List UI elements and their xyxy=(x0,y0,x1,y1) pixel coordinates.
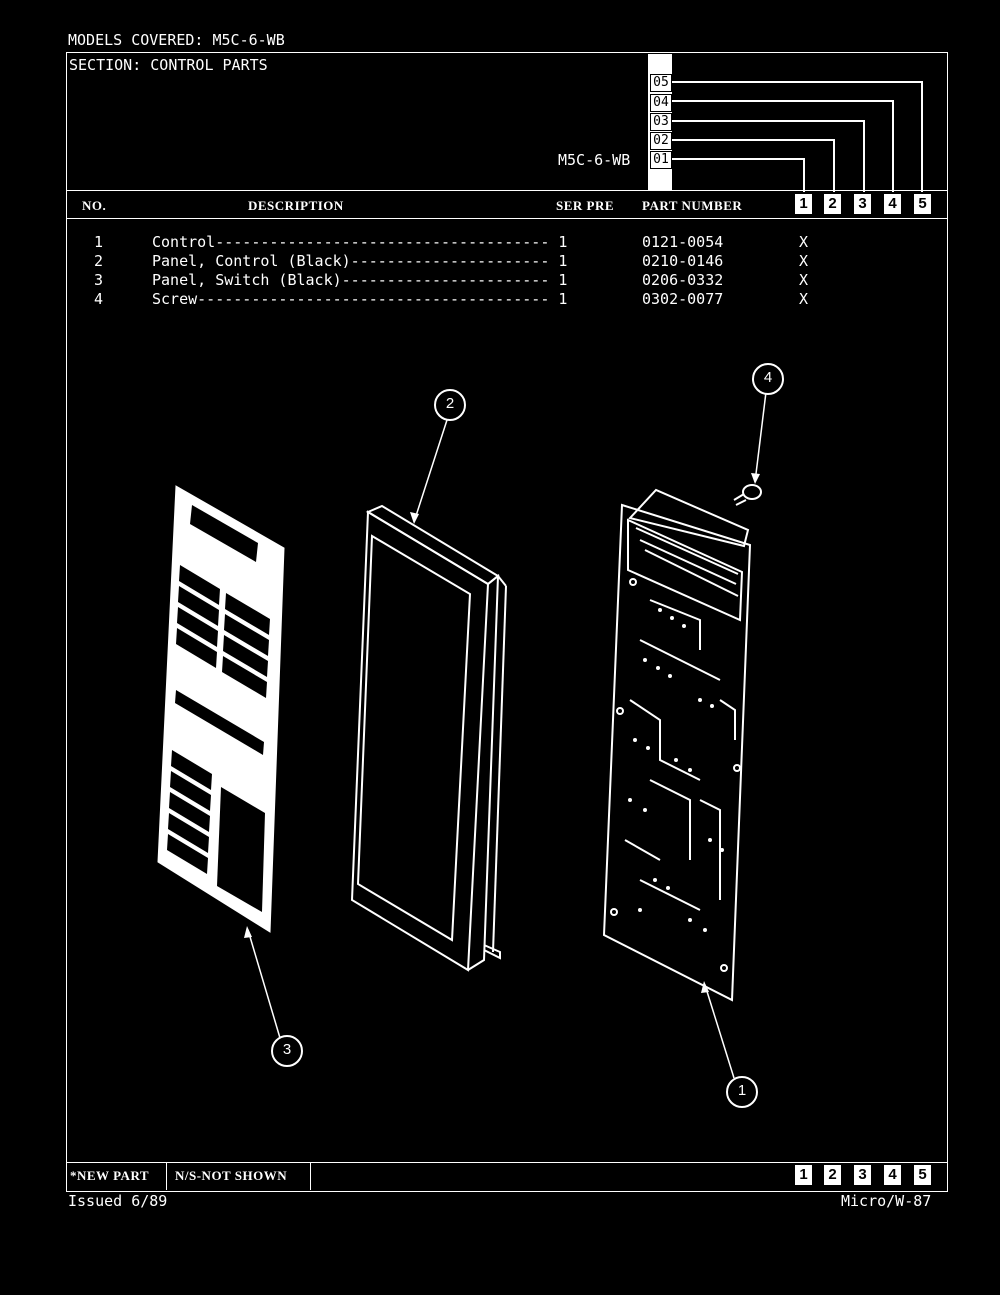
col-description: DESCRIPTION xyxy=(248,198,344,213)
model-col-2: 2 xyxy=(824,194,841,214)
row-part-number: 0302-0077 xyxy=(642,290,724,308)
row-part-number: 0206-0332 xyxy=(642,271,724,289)
footer-divider-1 xyxy=(166,1162,167,1190)
footer-model-col-3: 3 xyxy=(854,1165,871,1185)
row-no: 1 xyxy=(94,233,104,251)
model-leader-lines xyxy=(672,81,923,192)
model-code-03: 03 xyxy=(650,113,672,131)
board-solder-dots xyxy=(628,608,724,932)
footer-model-col-2: 2 xyxy=(824,1165,841,1185)
model-col-3: 3 xyxy=(854,194,871,214)
col-ser-pre: SER PRE xyxy=(556,198,615,213)
issued-date: Issued 6/89 xyxy=(68,1192,168,1210)
col-no: NO. xyxy=(82,198,107,213)
callout-circle-3 xyxy=(271,1035,303,1067)
row-part-number: 0121-0054 xyxy=(642,233,724,251)
callout-4: 4 xyxy=(763,369,773,386)
model-code-05: 05 xyxy=(650,74,672,92)
model-col-4: 4 xyxy=(884,194,901,214)
header-rule-top xyxy=(66,190,948,191)
footer-model-col-1: 1 xyxy=(795,1165,812,1185)
model-code-04: 04 xyxy=(650,94,672,112)
section-title: SECTION: CONTROL PARTS xyxy=(69,56,268,74)
models-covered: MODELS COVERED: M5C-6-WB xyxy=(68,31,285,49)
footer-divider-2 xyxy=(310,1162,311,1190)
model-code-02: 02 xyxy=(650,132,672,150)
not-shown-legend: N/S-NOT SHOWN xyxy=(175,1168,288,1183)
row-no: 3 xyxy=(94,271,104,289)
control-panel-drawing xyxy=(350,504,507,972)
row-mark: X xyxy=(799,233,809,251)
row-part-number: 0210-0146 xyxy=(642,252,724,270)
footer-model-col-4: 4 xyxy=(884,1165,901,1185)
callout-circle-2 xyxy=(434,389,466,421)
callout-arrowheads xyxy=(244,473,760,993)
model-col-1: 1 xyxy=(795,194,812,214)
callout-1: 1 xyxy=(737,1082,747,1099)
model-code-01: 01 xyxy=(650,151,672,169)
row-description: Control---------------------------------… xyxy=(152,233,568,251)
row-description: Panel, Control (Black)------------------… xyxy=(152,252,568,270)
callout-leaders xyxy=(247,391,767,1079)
col-part-number: PART NUMBER xyxy=(642,198,743,213)
callout-3: 3 xyxy=(282,1041,292,1058)
callout-circle-4 xyxy=(752,363,784,395)
model-col-5: 5 xyxy=(914,194,931,214)
footer-model-col-5: 5 xyxy=(914,1165,931,1185)
callout-2: 2 xyxy=(445,395,455,412)
model-name: M5C-6-WB xyxy=(558,151,631,169)
control-board-drawing xyxy=(602,488,752,1002)
row-mark: X xyxy=(799,252,809,270)
callout-circle-1 xyxy=(726,1076,758,1108)
new-part-legend: *NEW PART xyxy=(70,1168,150,1183)
row-no: 2 xyxy=(94,252,104,270)
screw-drawing xyxy=(733,484,762,506)
header-rule-bottom xyxy=(66,218,948,219)
row-mark: X xyxy=(799,290,809,308)
switch-panel-drawing xyxy=(157,485,285,933)
row-description: Screw-----------------------------------… xyxy=(152,290,568,308)
row-description: Panel, Switch (Black)-------------------… xyxy=(152,271,568,289)
row-mark: X xyxy=(799,271,809,289)
row-no: 4 xyxy=(94,290,104,308)
exploded-diagram xyxy=(157,363,784,1108)
footer-rule-top xyxy=(66,1162,948,1163)
page-reference: Micro/W-87 xyxy=(841,1192,932,1210)
page-frame xyxy=(66,52,948,1192)
